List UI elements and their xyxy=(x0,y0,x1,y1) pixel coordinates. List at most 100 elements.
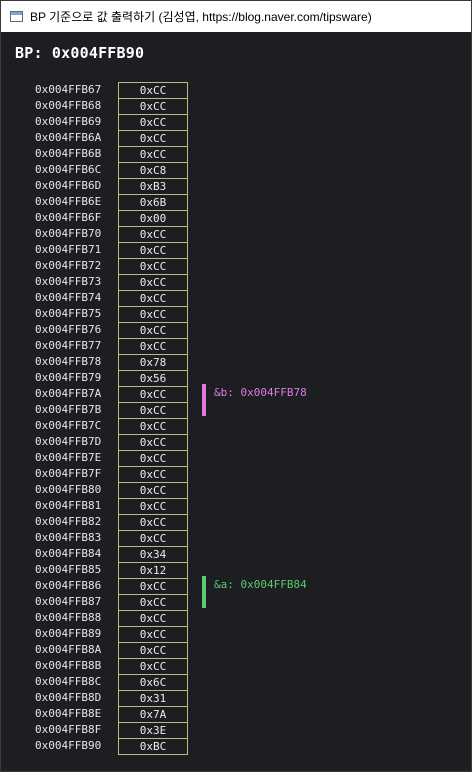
memory-byte-value: 0x6B xyxy=(118,194,188,211)
bp-label: BP: 0x004FFB90 xyxy=(15,44,145,62)
memory-address: 0x004FFB8D xyxy=(35,691,102,704)
memory-row: 0x004FFB79 0x56 xyxy=(1,370,201,387)
memory-byte-value: 0xCC xyxy=(118,338,188,355)
memory-address: 0x004FFB74 xyxy=(35,291,102,304)
memory-row: 0x004FFB90 0xBC xyxy=(1,738,201,755)
memory-byte-value: 0xCC xyxy=(118,146,188,163)
memory-row: 0x004FFB70 0xCC xyxy=(1,226,201,243)
memory-row: 0x004FFB7C 0xCC xyxy=(1,418,201,435)
memory-row: 0x004FFB68 0xCC xyxy=(1,98,201,115)
memory-address: 0x004FFB68 xyxy=(35,99,102,112)
memory-byte-value: 0x12 xyxy=(118,562,188,579)
memory-byte-value: 0x3E xyxy=(118,722,188,739)
memory-row: 0x004FFB6A 0xCC xyxy=(1,130,201,147)
memory-row: 0x004FFB85 0x12 xyxy=(1,562,201,579)
memory-address: 0x004FFB84 xyxy=(35,547,102,560)
memory-address: 0x004FFB6B xyxy=(35,147,102,160)
memory-byte-value: 0xCC xyxy=(118,578,188,595)
memory-row: 0x004FFB6B 0xCC xyxy=(1,146,201,163)
memory-address: 0x004FFB86 xyxy=(35,579,102,592)
memory-row: 0x004FFB7F 0xCC xyxy=(1,466,201,483)
memory-byte-value: 0xCC xyxy=(118,610,188,627)
memory-address: 0x004FFB77 xyxy=(35,339,102,352)
memory-byte-value: 0x7A xyxy=(118,706,188,723)
memory-address: 0x004FFB90 xyxy=(35,739,102,752)
memory-byte-value: 0xCC xyxy=(118,114,188,131)
memory-address: 0x004FFB6F xyxy=(35,211,102,224)
memory-byte-value: 0xCC xyxy=(118,226,188,243)
memory-address: 0x004FFB8E xyxy=(35,707,102,720)
memory-address: 0x004FFB72 xyxy=(35,259,102,272)
memory-address: 0x004FFB7D xyxy=(35,435,102,448)
memory-address: 0x004FFB8F xyxy=(35,723,102,736)
memory-address: 0x004FFB69 xyxy=(35,115,102,128)
memory-address: 0x004FFB70 xyxy=(35,227,102,240)
memory-byte-value: 0xCC xyxy=(118,274,188,291)
memory-row: 0x004FFB69 0xCC xyxy=(1,114,201,131)
memory-address: 0x004FFB89 xyxy=(35,627,102,640)
memory-byte-value: 0xCC xyxy=(118,98,188,115)
memory-byte-value: 0x56 xyxy=(118,370,188,387)
memory-address: 0x004FFB7B xyxy=(35,403,102,416)
memory-row: 0x004FFB7E 0xCC xyxy=(1,450,201,467)
memory-address: 0x004FFB79 xyxy=(35,371,102,384)
memory-row: 0x004FFB8D 0x31 xyxy=(1,690,201,707)
memory-byte-value: 0xCC xyxy=(118,450,188,467)
memory-byte-value: 0x78 xyxy=(118,354,188,371)
window-app-icon[interactable] xyxy=(10,11,23,22)
memory-address: 0x004FFB7E xyxy=(35,451,102,464)
memory-address: 0x004FFB7A xyxy=(35,387,102,400)
memory-row: 0x004FFB6E 0x6B xyxy=(1,194,201,211)
memory-address: 0x004FFB6A xyxy=(35,131,102,144)
memory-row: 0x004FFB8A 0xCC xyxy=(1,642,201,659)
title-bar[interactable]: BP 기준으로 값 출력하기 (김성엽, https://blog.naver.… xyxy=(1,1,471,32)
memory-address: 0x004FFB85 xyxy=(35,563,102,576)
memory-byte-value: 0xCC xyxy=(118,258,188,275)
memory-byte-value: 0x6C xyxy=(118,674,188,691)
memory-byte-value: 0xCC xyxy=(118,130,188,147)
memory-byte-value: 0xC8 xyxy=(118,162,188,179)
memory-byte-value: 0xCC xyxy=(118,242,188,259)
memory-row: 0x004FFB7A 0xCC xyxy=(1,386,201,403)
memory-address: 0x004FFB7C xyxy=(35,419,102,432)
memory-row: 0x004FFB8F 0x3E xyxy=(1,722,201,739)
memory-address: 0x004FFB8A xyxy=(35,643,102,656)
memory-address: 0x004FFB80 xyxy=(35,483,102,496)
memory-byte-value: 0xCC xyxy=(118,434,188,451)
memory-byte-value: 0xCC xyxy=(118,530,188,547)
memory-byte-value: 0xCC xyxy=(118,82,188,99)
memory-address: 0x004FFB7F xyxy=(35,467,102,480)
memory-row: 0x004FFB80 0xCC xyxy=(1,482,201,499)
memory-byte-value: 0xCC xyxy=(118,466,188,483)
memory-byte-value: 0xB3 xyxy=(118,178,188,195)
memory-row: 0x004FFB77 0xCC xyxy=(1,338,201,355)
memory-byte-value: 0xCC xyxy=(118,386,188,403)
memory-byte-value: 0xBC xyxy=(118,738,188,755)
memory-address: 0x004FFB71 xyxy=(35,243,102,256)
memory-byte-value: 0xCC xyxy=(118,658,188,675)
memory-byte-value: 0xCC xyxy=(118,482,188,499)
variable-b-marker xyxy=(202,384,206,416)
memory-address: 0x004FFB6E xyxy=(35,195,102,208)
memory-row: 0x004FFB8E 0x7A xyxy=(1,706,201,723)
memory-address: 0x004FFB88 xyxy=(35,611,102,624)
memory-row: 0x004FFB71 0xCC xyxy=(1,242,201,259)
memory-byte-value: 0xCC xyxy=(118,418,188,435)
memory-byte-value: 0xCC xyxy=(118,642,188,659)
window-title: BP 기준으로 값 출력하기 (김성엽, https://blog.naver.… xyxy=(30,10,372,24)
memory-address: 0x004FFB78 xyxy=(35,355,102,368)
memory-byte-value: 0x31 xyxy=(118,690,188,707)
